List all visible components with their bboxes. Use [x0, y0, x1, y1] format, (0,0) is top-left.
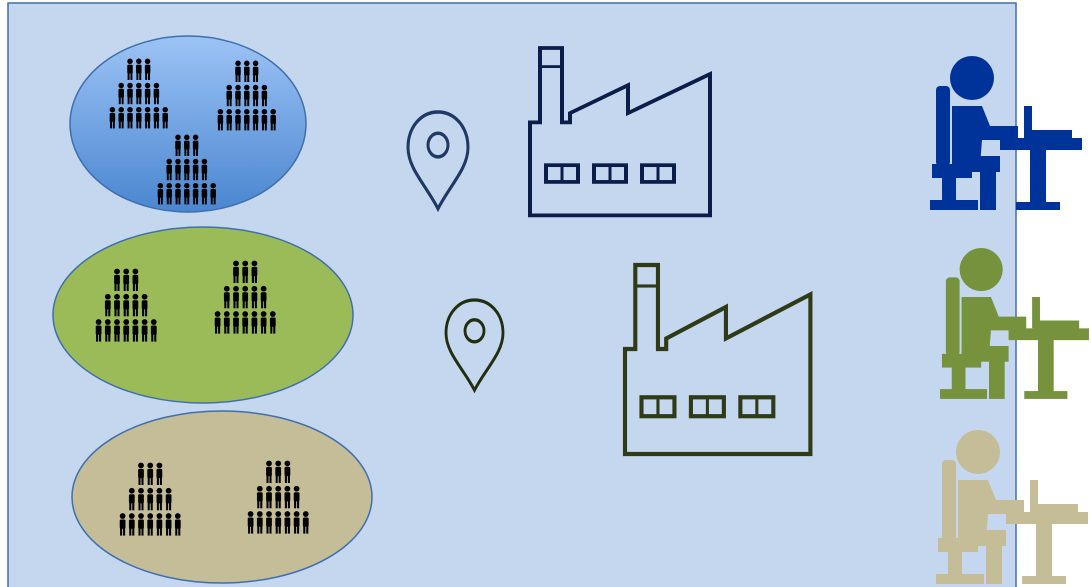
population-group-tan [71, 410, 373, 584]
population-group-green [52, 226, 354, 404]
